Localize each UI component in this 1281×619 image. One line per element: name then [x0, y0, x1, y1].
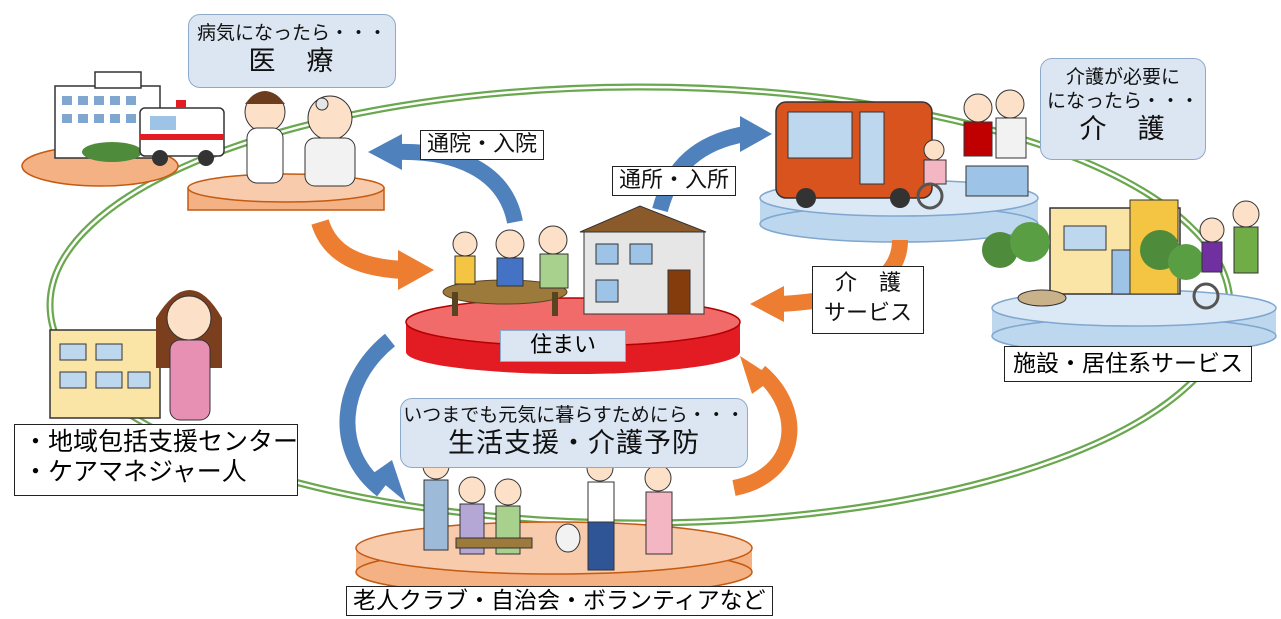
prevention-callout-title: 生活支援・介護予防 [448, 428, 700, 459]
support-center-line2: ・ケアマネジャー人 [23, 457, 247, 486]
arrow-home-to-community [339, 333, 406, 502]
medical-callout-sub: 病気になったら・・・ [196, 22, 387, 44]
support-center-line1: ・地域包括支援センター [23, 427, 299, 456]
support-center-label: ・地域包括支援センター ・ケアマネジャー人 [14, 424, 298, 496]
care-callout-sub-line2: になったら・・・ [1046, 90, 1199, 112]
trees-icon [982, 222, 1204, 280]
nurse-figure [244, 91, 286, 184]
family-figures [442, 225, 569, 316]
daycare-label: 通所・入所 [612, 166, 737, 196]
arrow-community-to-home [732, 356, 798, 496]
arrow-medical-to-home [311, 218, 434, 290]
care-service-label-line2: サービス [823, 301, 912, 326]
community-platform [355, 521, 753, 597]
care-service-label: 介 護 サービス [812, 266, 924, 334]
house-icon [579, 205, 707, 315]
community-label: 老人クラブ・自治会・ボランティアなど [346, 586, 773, 616]
prevention-callout-sub: いつまでも元気に暮らすためにら・・・ [403, 404, 745, 426]
bus-icon [775, 101, 933, 208]
medical-callout-title: 医 療 [248, 46, 336, 77]
caregiver-figures [963, 89, 1029, 197]
elderly-group-figures [422, 452, 533, 555]
care-callout-title: 介 護 [1079, 114, 1167, 145]
care-manager-figure [156, 290, 222, 421]
support-center-building-icon [49, 329, 161, 419]
care-service-label-line1: 介 護 [834, 271, 901, 296]
care-callout: 介護が必要に になったら・・・ 介 護 [1040, 58, 1206, 160]
medical-callout: 病気になったら・・・ 医 療 [188, 14, 396, 88]
volunteer-figures [555, 454, 673, 571]
prevention-callout: いつまでも元気に暮らすためにら・・・ 生活支援・介護予防 [400, 398, 748, 468]
home-label: 住まい [500, 330, 626, 362]
doctor-figure [304, 95, 356, 187]
wheelchair-user-figure [916, 139, 947, 210]
hospital-visit-label: 通院・入院 [420, 130, 545, 160]
facility-residents-figures [1192, 200, 1260, 310]
arrow-to-hospital [368, 134, 523, 224]
ambulance-icon [139, 100, 225, 166]
facility-label: 施設・居住系サービス [1004, 346, 1252, 382]
care-callout-sub-line1: 介護が必要に [1065, 66, 1180, 88]
